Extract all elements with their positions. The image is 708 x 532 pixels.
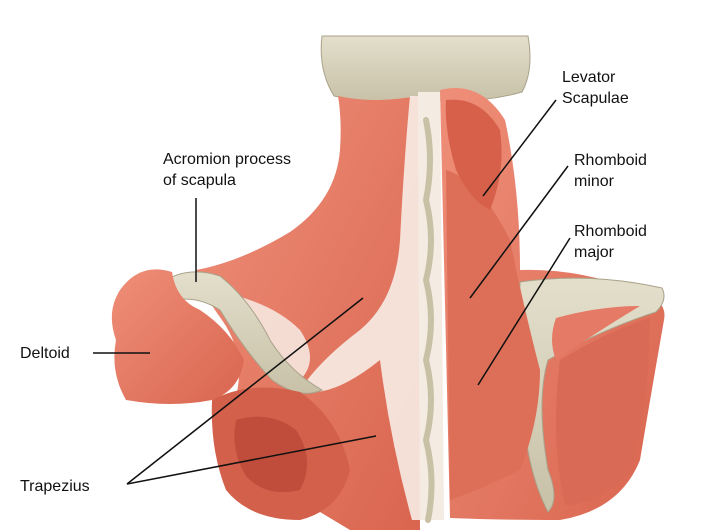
label-levator-scapulae: Levator Scapulae bbox=[562, 67, 629, 109]
leader-line-trapezius-upper bbox=[126, 297, 364, 485]
right-infraspinatus bbox=[556, 318, 650, 505]
right-scapula-inner bbox=[552, 306, 640, 360]
leader-line-trapezius-lower bbox=[126, 435, 377, 485]
label-acromion-line1: Acromion process bbox=[163, 151, 292, 168]
leader-line-rhomboid-minor bbox=[469, 165, 569, 299]
rhomboid-muscles bbox=[446, 170, 540, 500]
acromion-process bbox=[163, 271, 324, 394]
label-deltoid: Deltoid bbox=[20, 345, 70, 362]
label-rhomboid-minor-line2: minor bbox=[574, 173, 615, 190]
label-rhomboid-major: Rhomboid major bbox=[574, 221, 647, 263]
trapezius-tendon bbox=[300, 96, 422, 520]
leader-line-rhomboid-major bbox=[477, 237, 571, 386]
leader-lines bbox=[93, 99, 571, 485]
label-acromion-process: Acromion process of scapula bbox=[163, 149, 291, 191]
label-rhomboid-major-line1: Rhomboid bbox=[574, 223, 647, 240]
left-lower-muscle-inner bbox=[234, 416, 308, 493]
label-levator-line1: Levator bbox=[562, 69, 616, 86]
levator-scapulae-muscle bbox=[445, 99, 502, 210]
spinous-processes bbox=[422, 117, 435, 523]
deltoid-muscle bbox=[111, 269, 244, 404]
label-rhomboid-minor: Rhomboid minor bbox=[574, 150, 647, 192]
occipital-bone bbox=[320, 35, 531, 102]
leader-line-levator bbox=[482, 99, 557, 197]
label-rhomboid-minor-line1: Rhomboid bbox=[574, 152, 647, 169]
label-rhomboid-major-line2: major bbox=[574, 244, 615, 261]
label-levator-line2: Scapulae bbox=[562, 90, 629, 107]
label-acromion-line2: of scapula bbox=[163, 172, 236, 189]
label-trapezius: Trapezius bbox=[20, 478, 90, 495]
